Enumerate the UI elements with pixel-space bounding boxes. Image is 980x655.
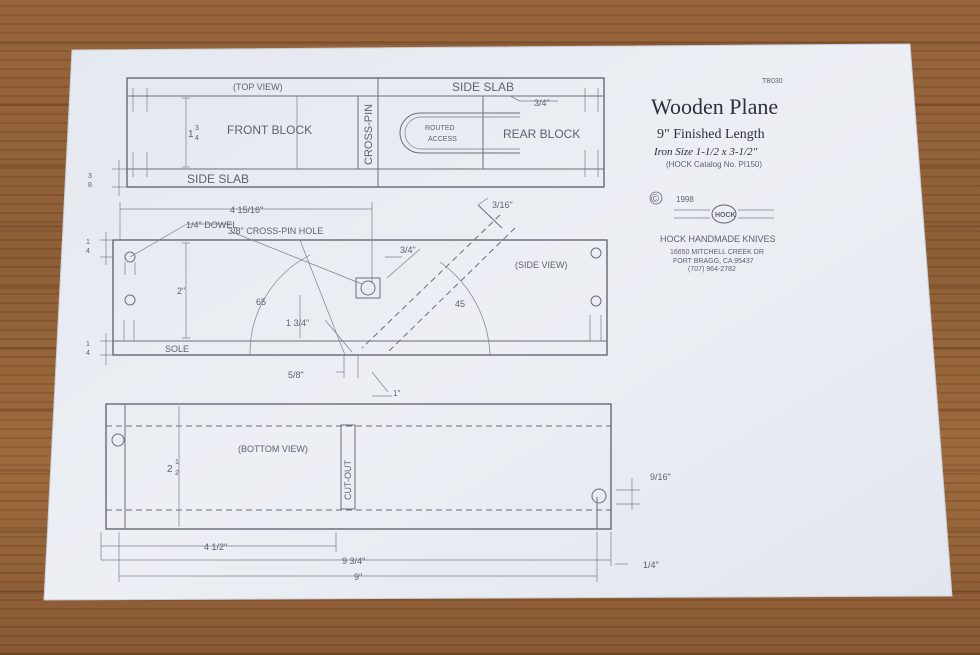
- side-view-dim-left-bot-num: 1: [86, 341, 90, 348]
- bottom-view-dim-width-whole: 2: [167, 464, 173, 475]
- bottom-view-dim-1-4: 1/4": [643, 560, 659, 570]
- bottom-dowel-hole-left: [111, 433, 125, 447]
- bottom-view-cut-out: CUT-OUT: [343, 460, 353, 500]
- side-view-dim-2: 2": [177, 286, 185, 296]
- top-view-dim-width-whole: 1: [188, 129, 194, 140]
- bottom-dowel-hole-right: [591, 488, 607, 504]
- side-view-sole: SOLE: [165, 344, 189, 354]
- maker-phone: (707) 964-2782: [688, 266, 736, 273]
- side-view-dim-left-top-num: 1: [86, 239, 90, 246]
- paper-sheet: [43, 43, 953, 601]
- side-view-dim-left-top-den: 4: [86, 248, 90, 255]
- bottom-cut-out: [340, 424, 356, 510]
- plan-title: Wooden Plane: [651, 94, 778, 119]
- maker-address-1: 16650 MITCHELL CREEK DR: [670, 249, 764, 256]
- dowel-hole-bottom-right: [590, 295, 602, 307]
- side-view-label: (SIDE VIEW): [515, 260, 568, 270]
- bottom-view-drawing: [100, 403, 640, 582]
- top-view-routed-access-2: ACCESS: [428, 136, 457, 143]
- plan-catalog: (HOCK Catalog No. PI150): [666, 160, 762, 169]
- top-view-side-slab-bottom: SIDE SLAB: [187, 172, 249, 186]
- top-view-routed-access-1: ROUTED: [425, 125, 455, 132]
- copyright-symbol: ©: [651, 193, 659, 205]
- side-view-dim-3-16: 3/16": [492, 200, 513, 210]
- side-view-dim-left-bot-den: 4: [86, 350, 90, 357]
- side-view-dim-5-8: 5/8": [288, 370, 304, 380]
- cross-pin-hole: [360, 280, 376, 296]
- plan-number: TB030: [762, 78, 783, 85]
- maker-name: HOCK HANDMADE KNIVES: [660, 234, 776, 244]
- copyright-year: 1998: [676, 195, 694, 204]
- maker-address-2: FORT BRAGG, CA 95437: [673, 258, 754, 265]
- hock-logo: [674, 204, 774, 224]
- side-view-dim-1: 1": [393, 389, 400, 398]
- side-view-dowel: 1/4" DOWEL: [186, 220, 237, 230]
- top-view-dim-3-4: 3/4": [534, 98, 550, 108]
- top-view-dim-width-den: 4: [195, 135, 199, 142]
- dowel-hole-top-right: [590, 247, 602, 259]
- side-view-cross-pin-hole: 3/8" CROSS-PIN HOLE: [228, 226, 323, 236]
- bottom-view-dim-width-num: 1: [175, 459, 179, 466]
- top-view-front-block: FRONT BLOCK: [227, 123, 312, 137]
- bottom-view-dim-9-16: 9/16": [650, 472, 671, 482]
- side-view-angle-45: 45: [455, 299, 465, 309]
- top-view-dim-slab-den: 8: [88, 182, 92, 189]
- top-view-dim-width-num: 3: [195, 125, 199, 132]
- top-view-drawing: [112, 77, 605, 196]
- side-view-dim-3-4: 3/4": [400, 245, 416, 255]
- bottom-view-dim-4-1-2: 4 1/2": [204, 542, 227, 552]
- bottom-view-dim-width-den: 2: [175, 470, 179, 477]
- top-view-rear-block: REAR BLOCK: [503, 127, 580, 141]
- side-view-drawing: [100, 197, 608, 397]
- plan-subtitle: 9" Finished Length: [657, 127, 765, 142]
- dowel-hole-top-left: [124, 251, 136, 263]
- top-view-dim-slab-num: 3: [88, 173, 92, 180]
- top-view-cross-pin: CROSS-PIN: [363, 104, 375, 165]
- bottom-view-dim-9-3-4: 9 3/4": [342, 556, 365, 566]
- logo-text: HOCK: [715, 212, 736, 219]
- bottom-view-label: (BOTTOM VIEW): [238, 444, 308, 454]
- side-view-dim-1-3-4: 1 3/4": [286, 318, 309, 328]
- side-view-angle-65: 65: [256, 297, 266, 307]
- top-view-label: (TOP VIEW): [233, 82, 283, 92]
- dowel-hole-bottom-left: [124, 294, 136, 306]
- plan-iron-size: Iron Size 1-1/2 x 3-1/2": [653, 146, 758, 158]
- top-view-side-slab-top: SIDE SLAB: [452, 80, 514, 94]
- side-view-dim-4-15-16: 4 15/16": [230, 205, 263, 215]
- bottom-view-dim-9: 9": [354, 572, 362, 582]
- cross-pin-block: [355, 277, 381, 299]
- copyright-mark: [649, 191, 663, 205]
